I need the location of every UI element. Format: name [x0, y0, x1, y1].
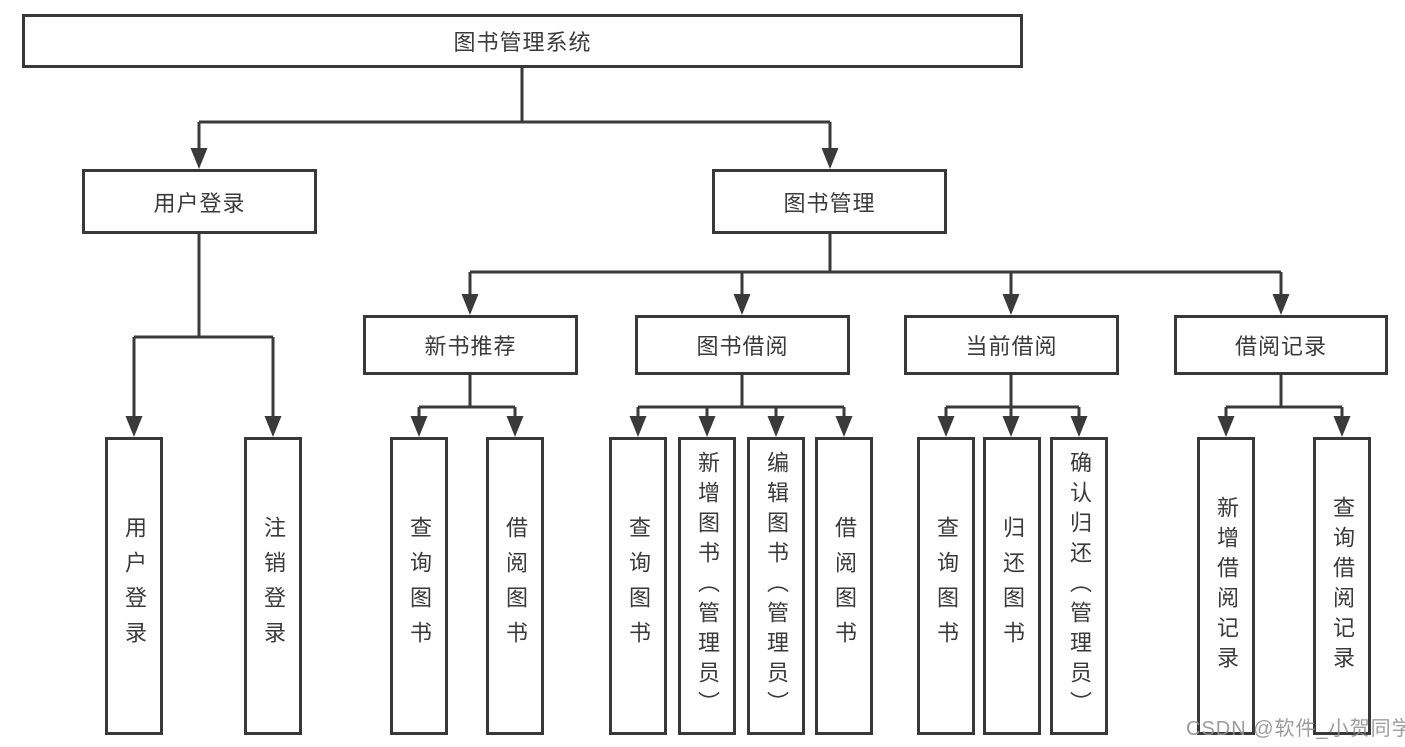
- csdn-watermark: CSDN @软件_小贺同学: [1186, 718, 1405, 740]
- leaf-label: 查询图书: [626, 516, 651, 656]
- leaf-label: 借阅图书: [503, 516, 528, 656]
- leaf-label: 新增借阅记录: [1214, 496, 1239, 676]
- node-label: 借阅记录: [1234, 334, 1327, 359]
- leaf-return-books: 归还图书: [983, 437, 1041, 735]
- leaf-label: 查询借阅记录: [1330, 496, 1355, 676]
- node-new-book-recommendation: 新书推荐: [363, 315, 578, 375]
- node-book-management: 图书管理: [712, 169, 947, 234]
- leaf-label: 确认归还（管理员）: [1067, 451, 1092, 721]
- leaf-borrow-books-recommend: 借阅图书: [486, 437, 544, 735]
- node-label: 用户登录: [153, 190, 246, 216]
- leaf-add-book-admin: 新增图书（管理员）: [678, 437, 736, 735]
- leaf-label: 借阅图书: [832, 516, 857, 656]
- arrowheads: [125, 148, 1351, 437]
- node-borrowing-records: 借阅记录: [1174, 315, 1388, 375]
- node-label: 图书借阅: [696, 334, 789, 359]
- leaf-query-books-borrowing: 查询图书: [609, 437, 667, 735]
- leaf-label: 归还图书: [1000, 516, 1025, 656]
- node-label: 当前借阅: [965, 334, 1058, 359]
- leaf-borrow-books-borrowing: 借阅图书: [815, 437, 873, 735]
- leaf-label: 编辑图书（管理员）: [764, 451, 789, 721]
- leaf-query-books-current: 查询图书: [917, 437, 975, 735]
- node-user-login: 用户登录: [82, 169, 317, 234]
- leaf-confirm-return-admin: 确认归还（管理员）: [1050, 437, 1108, 735]
- leaf-logout: 注销登录: [244, 437, 302, 735]
- leaf-add-borrow-record: 新增借阅记录: [1197, 437, 1255, 735]
- node-label: 新书推荐: [424, 334, 517, 359]
- node-current-borrowing: 当前借阅: [904, 315, 1119, 375]
- leaf-query-books-recommend: 查询图书: [390, 437, 448, 735]
- node-book-borrowing: 图书借阅: [635, 315, 850, 375]
- leaf-edit-book-admin: 编辑图书（管理员）: [747, 437, 805, 735]
- leaf-label: 注销登录: [261, 516, 286, 656]
- node-label: 图书管理系统: [453, 30, 592, 55]
- leaf-label: 查询图书: [407, 516, 432, 656]
- leaf-label: 新增图书（管理员）: [695, 451, 720, 721]
- leaf-user-login: 用户登录: [105, 437, 163, 735]
- node-book-management-system: 图书管理系统: [22, 14, 1023, 68]
- leaf-label: 查询图书: [934, 516, 959, 656]
- node-label: 图书管理: [783, 190, 876, 216]
- leaf-label: 用户登录: [122, 516, 147, 656]
- leaf-query-borrow-record: 查询借阅记录: [1313, 437, 1371, 735]
